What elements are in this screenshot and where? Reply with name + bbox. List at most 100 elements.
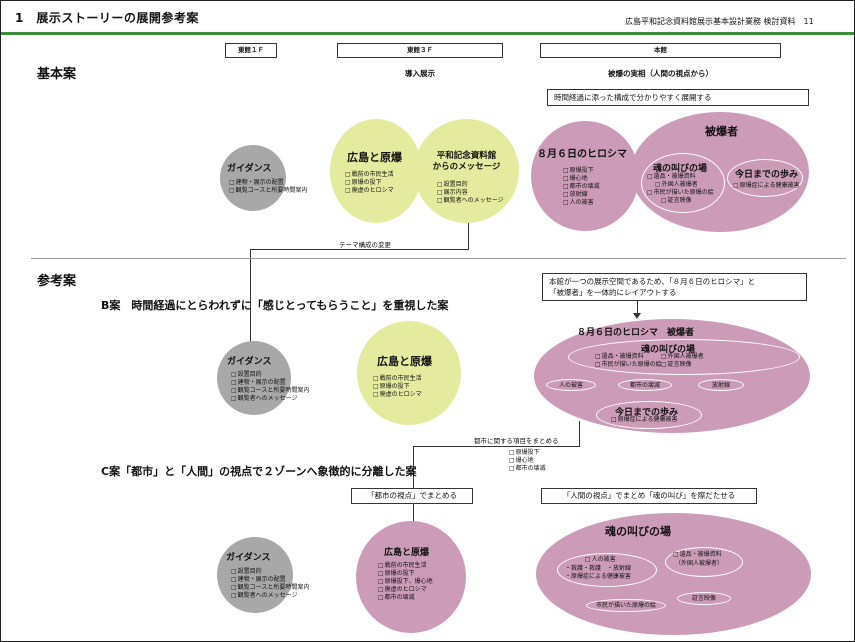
list-item: 市民が描いた原爆の絵 <box>595 361 662 369</box>
list-item: 観覧コースと所要時間案内 <box>231 584 310 592</box>
basic-message-title-line2: からのメッセージ <box>432 162 501 172</box>
plan-b-guidance-title: ガイダンス <box>227 357 272 367</box>
basic-soul-title: 魂の叫びの場 <box>653 164 708 174</box>
connector-theme-horizontal <box>250 249 469 250</box>
list-item: 証言映像 <box>661 361 704 369</box>
plan-b-soul-list-a: 遺品・被爆資料 市民が描いた原爆の絵 <box>595 353 662 369</box>
column-east1: 東館１Ｆ <box>225 43 277 58</box>
list-item: 戦前の市民生活 <box>373 375 422 383</box>
basic-guidance-circle <box>220 145 286 211</box>
plan-b-soul-title: 魂の叫びの場 <box>641 345 696 355</box>
basic-today-oval <box>727 159 803 197</box>
plan-c-hiroshima-title: 広島と原爆 <box>384 548 430 558</box>
list-item: 観覧コースと所要時間案内 <box>229 187 308 195</box>
list-item: 外国人被爆者 <box>661 353 704 361</box>
plan-b-guidance-list: 設置目的 建物・展示の配置 観覧コースと所要時間案内 観覧者へのメッセージ <box>231 371 310 403</box>
connector-theme-down <box>250 249 251 357</box>
plan-b-radiation-label: 放射線 <box>711 382 730 389</box>
section-basic-title: 基本案 <box>37 67 77 82</box>
list-item: 遺品・被爆資料 <box>673 551 722 559</box>
list-item: 爆心地 <box>563 175 600 183</box>
list-item: 設置目的 <box>231 568 309 576</box>
page-title: 1 展示ストーリーの展開参考案 <box>15 11 199 25</box>
connector-b-note <box>637 301 638 315</box>
plan-c-relics-oval <box>665 547 743 577</box>
list-item: 原爆の投下 <box>378 570 433 578</box>
list-item: 遺品・被爆資料 <box>595 353 662 361</box>
list-item: 爆心地 <box>509 457 546 465</box>
plan-c-guidance-title: ガイダンス <box>226 553 271 563</box>
basic-message-circle <box>414 119 519 223</box>
list-item: 観覧者へのメッセージ <box>437 197 504 205</box>
plan-b-today-title: 今日までの歩み <box>615 408 679 418</box>
basic-today-title: 今日までの歩み <box>735 170 799 180</box>
list-item: 都市の壊滅 <box>509 465 546 473</box>
plan-b-title: B案 時間経過にとらわれずに「感じとってもらうこと」を重視した案 <box>101 299 449 312</box>
connector-city-horizontal <box>413 446 580 447</box>
basic-hiroshima-list: 戦前の市民生活 原爆の投下 廃虚のヒロシマ <box>345 171 394 195</box>
basic-message-title-line1: 平和記念資料館 <box>436 151 497 161</box>
plan-b-city-oval: 都市の壊滅 <box>618 379 672 391</box>
list-item: 外国人被爆者 <box>647 181 714 189</box>
list-item: 市民が描いた原爆の絵 <box>647 189 714 197</box>
list-item: 証言映像 <box>647 197 714 205</box>
list-item: 建物・展示の配置 <box>229 179 307 187</box>
plan-b-note-line1: 本館が一つの展示空間であるため、「８月６日のヒロシマ」と <box>549 277 756 286</box>
list-item: 人の被害 <box>585 556 616 564</box>
plan-c-title: C案「都市」と「人間」の視点で２ゾーンへ象徴的に分離した案 <box>101 465 417 478</box>
list-item: 観覧コースと所要時間案内 <box>231 387 310 395</box>
list-item: 原爆の投下 <box>373 383 422 391</box>
basic-aug6-list: 原爆投下 爆心地 都市の壊滅 放射線 人の被害 <box>563 167 600 207</box>
connector-city-up <box>579 421 580 446</box>
plan-c-hiroshima-list: 戦前の市民生活 原爆の投下 原爆投下、爆心地 廃虚のヒロシマ 都市の壊滅 <box>378 562 433 602</box>
list-item: ・原爆症による健康被害 <box>565 573 631 580</box>
list-item: 人の被害 <box>563 199 600 207</box>
plan-b-people-label: 人の被害 <box>558 382 583 389</box>
list-item: 都市の壊滅 <box>563 183 600 191</box>
plan-c-people-list: ・救護・救護 ・放射線 ・原爆症による健康被害 <box>565 565 631 581</box>
city-group-label: 都市に関する項目をまとめる <box>474 437 559 445</box>
plan-c-guidance-list: 設置目的 建物・展示の配置 観覧コースと所要時間案内 観覧者へのメッセージ <box>231 568 310 600</box>
plan-c-relics-list: 遺品・被爆資料 <box>673 551 722 559</box>
section-reference-title: 参考案 <box>37 274 77 289</box>
column-east3-subtitle: 導入展示 <box>405 69 435 78</box>
basic-guidance-list: 建物・展示の配置 観覧コースと所要時間案内 <box>229 179 308 195</box>
basic-aug6-title: ８月６日のヒロシマ <box>537 149 627 160</box>
list-item: 原爆投下 <box>509 449 546 457</box>
header-rule <box>1 32 854 35</box>
list-item: 観覧者へのメッセージ <box>231 592 309 600</box>
plan-c-soul-title: 魂の叫びの場 <box>605 525 671 538</box>
arrow-head <box>633 313 641 319</box>
list-item: 設置目的 <box>231 371 309 379</box>
plan-b-hiroshima-list: 戦前の市民生活 原爆の投下 廃虚のヒロシマ <box>373 375 422 399</box>
basic-hiroshima-title: 広島と原爆 <box>347 151 402 164</box>
list-item: ・救護・救護 ・放射線 <box>565 565 632 572</box>
basic-today-list: 原爆症による健康被害 <box>733 182 800 190</box>
document-info: 広島平和記念資料館展示基本設計業務 検討資料 11 <box>625 17 814 26</box>
list-item: 廃虚のヒロシマ <box>345 187 394 195</box>
list-item: 戦前の市民生活 <box>378 562 433 570</box>
column-main-subtitle: 被爆の実相（人間の視点から） <box>608 69 713 78</box>
plan-c-drawings-oval: 市民が描いた原爆の絵 <box>586 599 666 612</box>
basic-guidance-title: ガイダンス <box>227 164 272 174</box>
column-main: 本館 <box>540 43 781 58</box>
plan-b-note: 本館が一つの展示空間であるため、「８月６日のヒロシマ」と 「被爆者」を一体的にレ… <box>542 273 807 301</box>
list-item: 廃虚のヒロシマ <box>373 391 422 399</box>
list-item: 遺品・被爆資料 <box>647 173 714 181</box>
list-item: 放射線 <box>563 191 600 199</box>
theme-change-label: テーマ構成の変更 <box>339 241 391 249</box>
column-east3: 東館３Ｆ <box>337 43 503 58</box>
plan-c-drawings-label: 市民が描いた原爆の絵 <box>595 602 656 609</box>
list-item: 建物・展示の配置 <box>231 379 309 387</box>
list-item: 設置目的 <box>437 181 504 189</box>
plan-b-note-line2: 「被爆者」を一体的にレイアウトする <box>549 288 677 297</box>
plan-c-testimony-label: 証言映像 <box>691 595 716 602</box>
connector-theme-vertical <box>468 223 469 249</box>
plan-b-today-oval <box>596 401 702 429</box>
basic-message-title: 平和記念資料館 からのメッセージ <box>419 151 514 173</box>
basic-message-list: 設置目的 展示内容 観覧者へのメッセージ <box>437 181 504 205</box>
basic-hibakusha-title: 被爆者 <box>705 125 738 138</box>
plan-b-radiation-oval: 放射線 <box>698 379 744 391</box>
basic-note: 時間経過に添った構成で分かりやすく展開する <box>547 89 809 106</box>
